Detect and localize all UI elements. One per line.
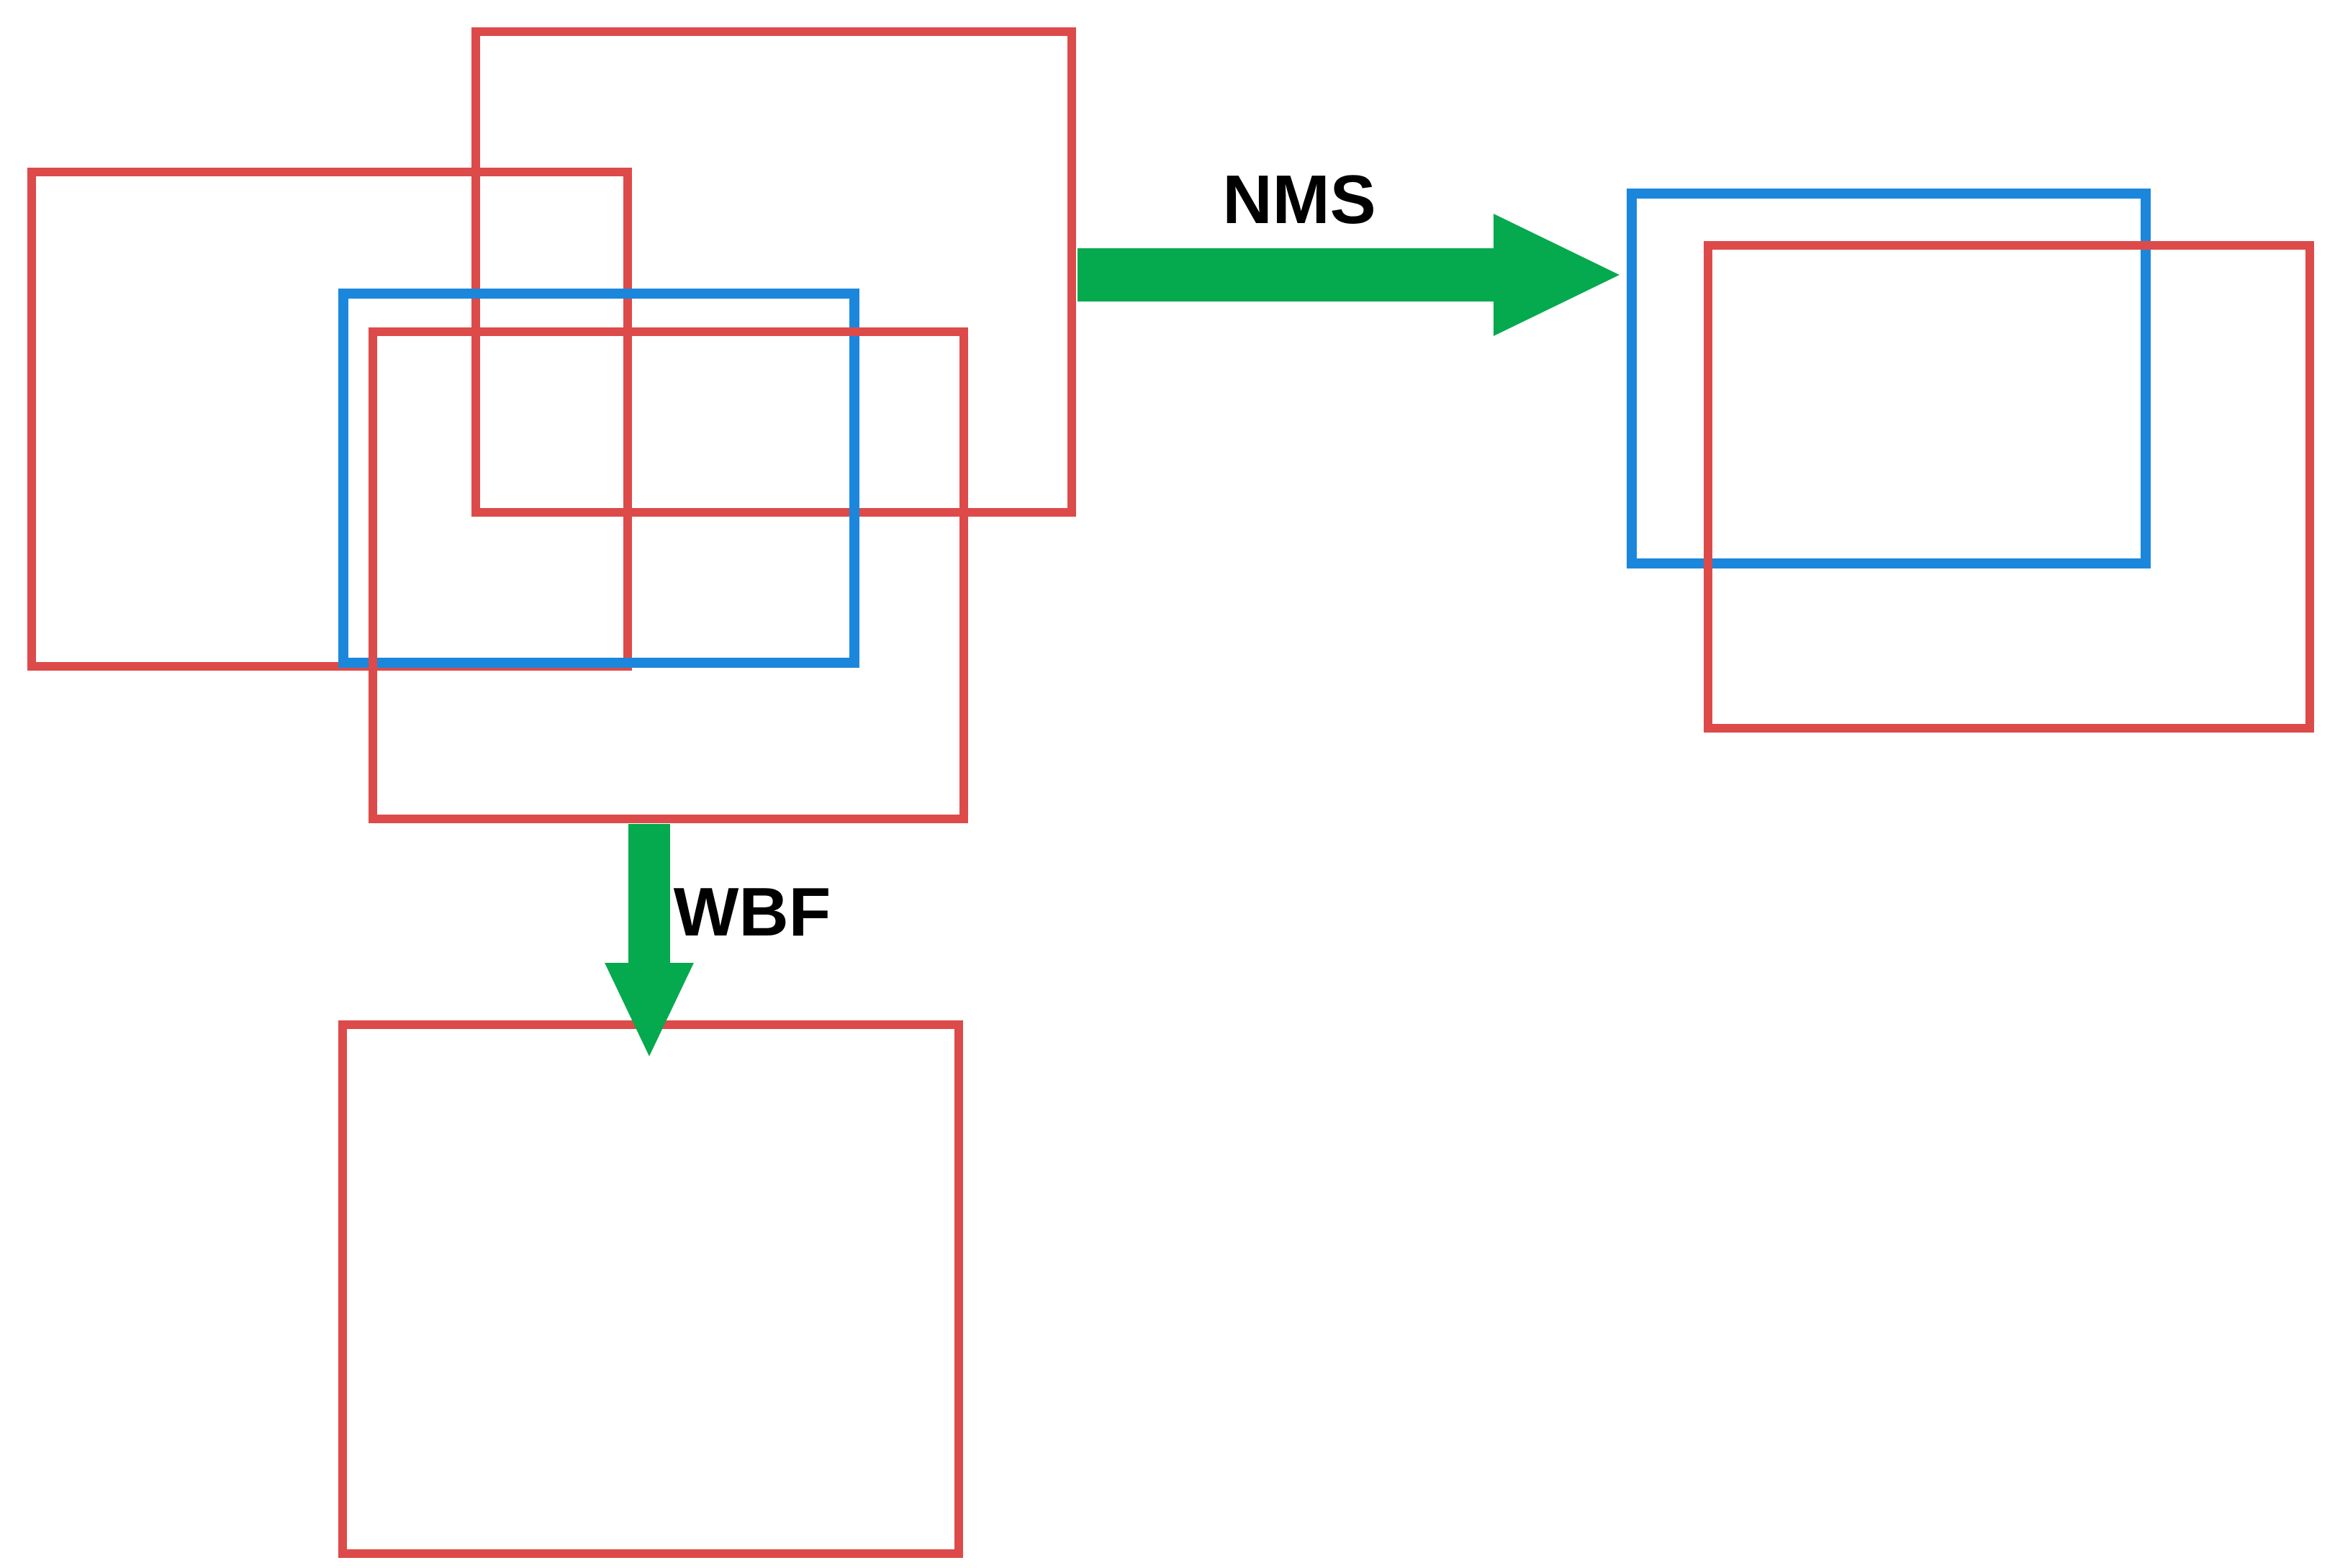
box-red-box-tall[interactable] xyxy=(471,27,1076,517)
nms-arrow-icon xyxy=(1078,214,1620,336)
wbf-label: WBF xyxy=(674,874,831,951)
group-wbf-result xyxy=(338,1020,963,1558)
wbf-arrow-icon xyxy=(605,824,694,1056)
box-wbf-red-box[interactable] xyxy=(338,1020,963,1558)
group-nms-result xyxy=(1627,189,2314,733)
arrows xyxy=(605,214,1620,1056)
box-red-box-left[interactable] xyxy=(27,168,632,671)
box-nms-blue-box[interactable] xyxy=(1627,189,2151,568)
nms-label: NMS xyxy=(1222,161,1375,238)
box-nms-red-box[interactable] xyxy=(1704,241,2314,733)
group-input-boxes xyxy=(27,27,1076,823)
box-red-box-inner[interactable] xyxy=(369,327,968,823)
box-blue-box-center[interactable] xyxy=(338,289,859,668)
labels: NMS WBF xyxy=(674,161,1376,951)
